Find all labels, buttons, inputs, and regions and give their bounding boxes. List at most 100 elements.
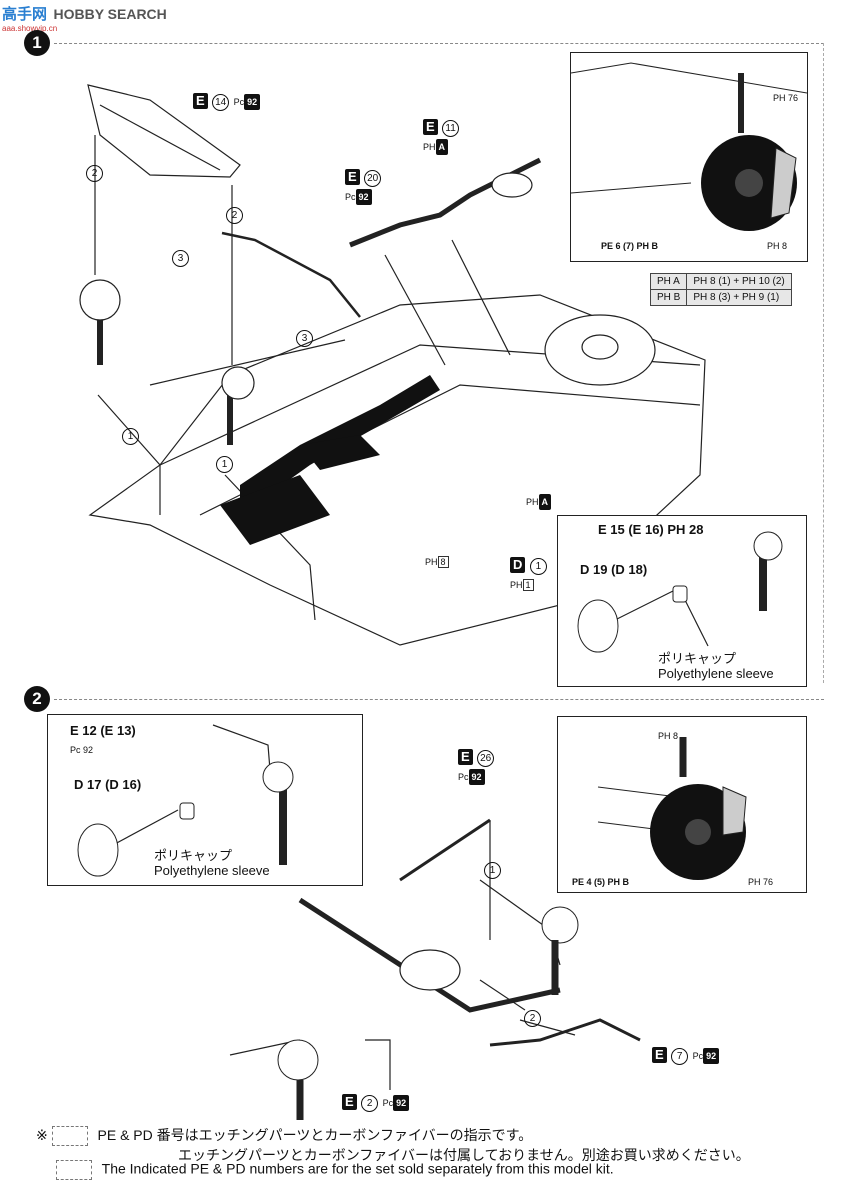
frame-ph-8: PH bbox=[425, 557, 438, 567]
watermark-brand: HOBBY SEARCH bbox=[53, 6, 167, 22]
watermark-logo: 高手网 bbox=[2, 6, 48, 23]
table-row: PH A PH 8 (1) + PH 10 (2) bbox=[649, 273, 792, 290]
step-1-badge: 1 bbox=[24, 30, 50, 56]
step-1-divider bbox=[54, 43, 824, 44]
ph-code: PH A bbox=[649, 273, 688, 290]
detail-top-ph76: PH 76 bbox=[773, 93, 799, 103]
tie-rod-shape bbox=[221, 231, 361, 318]
ph-value: PH 8 (3) + PH 9 (1) bbox=[686, 289, 792, 306]
axle-pc-num: 92 bbox=[393, 1095, 410, 1111]
hub-inset-1-line1: E 15 (E 16) PH 28 bbox=[598, 522, 704, 537]
step-2-badge: 2 bbox=[24, 686, 50, 712]
ph-reference-table: PH A PH 8 (1) + PH 10 (2) PH B PH 8 (3) … bbox=[649, 273, 792, 306]
arrow-num-2a: 2 bbox=[86, 165, 103, 182]
upper-arm-part: E bbox=[193, 93, 208, 109]
differential bbox=[399, 949, 461, 991]
brake-detail-drawing bbox=[571, 62, 807, 231]
tie-rod-pc-num: 92 bbox=[355, 189, 372, 205]
arrow-num-3a: 3 bbox=[172, 250, 189, 267]
table-row: PH B PH 8 (3) + PH 9 (1) bbox=[649, 289, 792, 306]
rod-num: 26 bbox=[477, 750, 495, 767]
hub-inset-2-pc: Pc 92 bbox=[70, 745, 94, 755]
detail-2-ph76: PH 76 bbox=[748, 877, 774, 887]
brake-detail-2-drawing bbox=[597, 737, 747, 880]
hub-inset-1-drawing bbox=[577, 531, 783, 653]
tie-rod-pc: Pc bbox=[345, 192, 356, 202]
step-2-divider bbox=[54, 699, 824, 700]
arrow-num-3b: 3 bbox=[296, 330, 313, 347]
exhaust-ph: PH bbox=[423, 142, 436, 152]
step-1-side-rule bbox=[823, 43, 824, 683]
detail-2-ph8: PH 8 bbox=[658, 731, 679, 741]
watermark: 高手网 HOBBY SEARCH aaa.showvip.cn bbox=[2, 3, 167, 33]
hub-inset-1-en: Polyethylene sleeve bbox=[658, 666, 774, 681]
exhaust-part: E bbox=[423, 119, 438, 135]
frame-ph-a: PH bbox=[526, 497, 539, 507]
hub-inset-2-drawing bbox=[77, 724, 294, 877]
frame-d1-part: D bbox=[510, 557, 526, 573]
footer-note-3: The Indicated PE & PD numbers are for th… bbox=[56, 1160, 614, 1180]
hub-inset-2-line1: E 12 (E 13) bbox=[70, 723, 136, 738]
axle-part: E bbox=[342, 1094, 357, 1110]
step-2-illustration bbox=[229, 818, 641, 1120]
ph-value: PH 8 (1) + PH 10 (2) bbox=[686, 273, 792, 290]
exhaust-ph-ref: A bbox=[435, 139, 449, 155]
axle-num: 2 bbox=[361, 1095, 379, 1112]
hub-inset-step-2: E 12 (E 13) Pc 92 D 17 (D 16) ポリキャップ Pol… bbox=[47, 714, 363, 886]
arrow-num-2b: 2 bbox=[226, 207, 243, 224]
brake-detail-box-step-2: PH 8 PE 4 (5) PH B PH 76 bbox=[557, 716, 807, 893]
footer-line-3: The Indicated PE & PD numbers are for th… bbox=[101, 1160, 614, 1177]
spare-tire bbox=[544, 314, 656, 386]
footer-dashbox-2 bbox=[56, 1160, 92, 1180]
arrow-num-1b: 1 bbox=[216, 456, 233, 473]
tie-rod-part: E bbox=[345, 169, 360, 185]
lateral-rod-shape bbox=[399, 818, 491, 882]
watermark-url: aaa.showvip.cn bbox=[2, 24, 58, 33]
detail-2-pe-line: PE 4 (5) PH B bbox=[572, 877, 630, 887]
frame-d1-ph-num: 1 bbox=[522, 579, 534, 591]
frame-ph-a-ref: A bbox=[538, 494, 552, 510]
sway-bar-part: E bbox=[652, 1047, 667, 1063]
brake-detail-box-top: PH 76 PE 6 (7) PH B PH 8 bbox=[570, 52, 808, 262]
arrow-num-1a: 1 bbox=[122, 428, 139, 445]
detail-top-ph8: PH 8 bbox=[767, 241, 788, 251]
hub-inset-2-en: Polyethylene sleeve bbox=[154, 863, 270, 878]
detail-top-pe-line: PE 6 (7) PH B bbox=[601, 241, 659, 251]
sway-bar-num: 7 bbox=[671, 1048, 689, 1065]
frame-d1-num: 1 bbox=[529, 558, 547, 575]
chassis-outline bbox=[88, 294, 706, 646]
muffler-part bbox=[220, 475, 330, 545]
upper-arm-pc: Pc bbox=[233, 97, 245, 107]
upper-arm-num: 14 bbox=[212, 94, 230, 111]
step-1-illustration bbox=[79, 84, 706, 646]
sway-bar-pc: Pc bbox=[692, 1051, 704, 1061]
hub-inset-1-jp: ポリキャップ bbox=[658, 651, 737, 666]
frame-ph-8-num: 8 bbox=[437, 556, 449, 568]
rear-axle-shape bbox=[298, 897, 561, 1013]
arrow-num-step2-1: 1 bbox=[484, 862, 501, 879]
footer-line-1: PE & PD 番号はエッチングパーツとカーボンファイバーの指示です。 bbox=[97, 1127, 533, 1143]
ph-code: PH B bbox=[649, 289, 688, 306]
footer-mark: ※ bbox=[36, 1127, 48, 1143]
upper-arm-pc-num: 92 bbox=[244, 94, 261, 110]
footer-line-2: エッチングパーツとカーボンファイバーは付属しておりません。別途お買い求めください… bbox=[178, 1147, 750, 1163]
exhaust-num: 11 bbox=[442, 120, 460, 137]
hub-inset-step-1: E 15 (E 16) PH 28 D 19 (D 18) ポリキャップ Pol… bbox=[557, 515, 807, 687]
sway-bar-pc-num: 92 bbox=[703, 1048, 720, 1064]
hub-inset-2-jp: ポリキャップ bbox=[154, 848, 233, 863]
frame-d1-ph: PH bbox=[510, 580, 523, 590]
tie-rod-num: 20 bbox=[364, 170, 382, 187]
sway-bar-shape bbox=[489, 1018, 641, 1047]
footer-note-1: ※ PE & PD 番号はエッチングパーツとカーボンファイバーの指示です。 bbox=[36, 1125, 533, 1147]
rod-pc-num: 92 bbox=[468, 769, 485, 785]
hub-inset-2-line2: D 17 (D 16) bbox=[74, 777, 142, 792]
upper-arm-shape bbox=[87, 84, 241, 178]
